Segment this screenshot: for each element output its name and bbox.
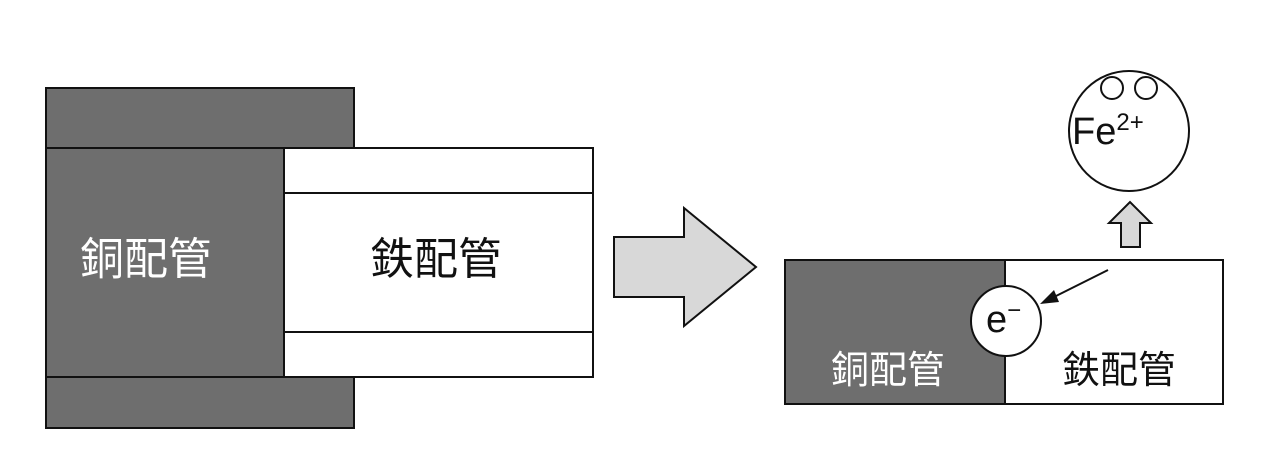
iron-ion-symbol: Fe [1072, 111, 1117, 153]
left-copper-pipe-label: 銅配管 [80, 235, 212, 284]
ion-charge-dot-left [1100, 76, 1124, 100]
electron-symbol: e [986, 299, 1008, 341]
electron-charge: − [1007, 297, 1022, 324]
right-corrosion-figure [784, 70, 1224, 405]
copper-sleeve-top [45, 87, 355, 149]
ion-release-arrow [1106, 200, 1154, 248]
left-joint-figure [45, 87, 594, 429]
iron-ion-charge: 2+ [1116, 109, 1144, 136]
iron-ion-label: Fe2+ [1072, 111, 1144, 153]
ion-charge-dot-right [1134, 76, 1158, 100]
copper-pipe-body [45, 147, 285, 378]
copper-sleeve-bottom [45, 376, 355, 429]
electron-label: e− [986, 299, 1021, 341]
electron-flow-arrow-shaft [1051, 269, 1109, 299]
electron-flow-arrowhead [1040, 290, 1059, 304]
right-iron-pipe-label: 鉄配管 [1062, 350, 1177, 392]
transition-arrow [613, 205, 758, 329]
iron-ion-circle [1068, 70, 1190, 192]
electron-circle [970, 285, 1042, 357]
right-copper-pipe-label: 銅配管 [831, 350, 946, 392]
left-iron-pipe-label: 鉄配管 [370, 235, 502, 284]
iron-pipe-body [283, 147, 594, 378]
copper-block [784, 259, 1006, 405]
